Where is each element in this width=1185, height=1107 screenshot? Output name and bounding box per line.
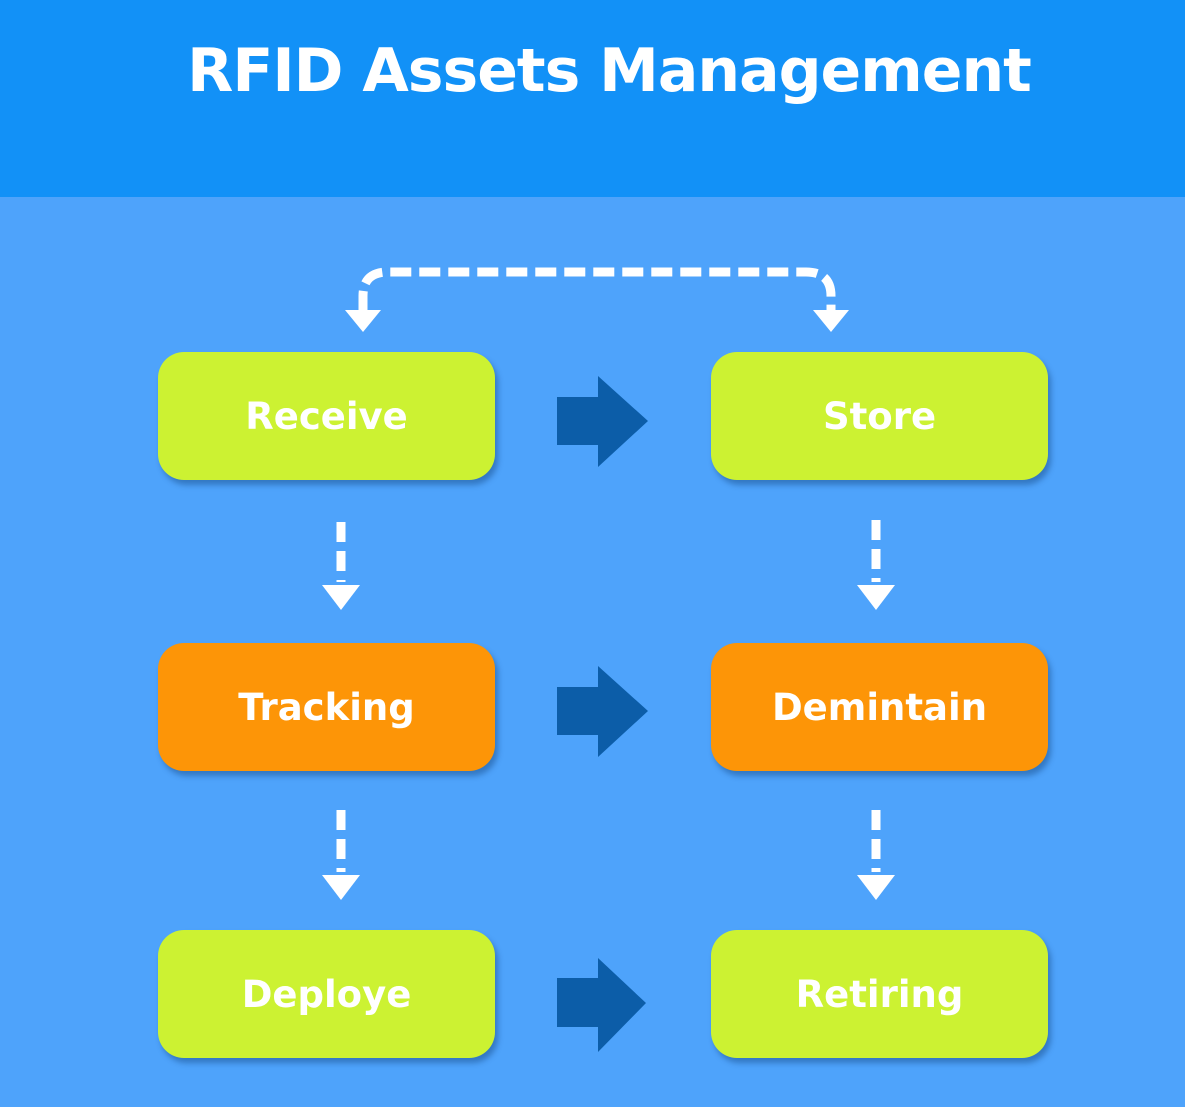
page-title: RFID Assets Management bbox=[187, 36, 1032, 106]
arrow-down-icon bbox=[857, 585, 895, 610]
dashed-arrow-store-demintain bbox=[857, 520, 895, 610]
step-label: Tracking bbox=[238, 685, 415, 729]
arrow-down-icon bbox=[322, 585, 360, 610]
step-label: Deploye bbox=[241, 972, 412, 1016]
step-store[interactable]: Store bbox=[711, 352, 1048, 480]
step-demintain[interactable]: Demintain bbox=[711, 643, 1048, 771]
step-label: Demintain bbox=[771, 685, 988, 729]
arrowhead-down-icon bbox=[813, 310, 849, 332]
dashed-arrow-demintain-retiring bbox=[857, 810, 895, 900]
arrow-down-icon bbox=[322, 875, 360, 900]
header-banner: RFID Assets Management bbox=[0, 0, 1185, 197]
step-deploye[interactable]: Deploye bbox=[158, 930, 495, 1058]
arrow-right-icon bbox=[557, 376, 648, 467]
step-retiring[interactable]: Retiring bbox=[711, 930, 1048, 1058]
loop-dashed-arrow bbox=[345, 267, 849, 332]
arrow-down-icon bbox=[857, 875, 895, 900]
arrow-right-icon bbox=[557, 958, 646, 1052]
step-label: Retiring bbox=[795, 972, 964, 1016]
arrow-right-icon bbox=[557, 666, 648, 757]
step-tracking[interactable]: Tracking bbox=[158, 643, 495, 771]
dashed-arrow-receive-tracking bbox=[322, 522, 360, 610]
step-label: Store bbox=[822, 394, 937, 438]
dashed-arrow-tracking-deploye bbox=[322, 810, 360, 900]
step-receive[interactable]: Receive bbox=[158, 352, 495, 480]
step-label: Receive bbox=[245, 394, 408, 438]
arrowhead-down-icon bbox=[345, 310, 381, 332]
